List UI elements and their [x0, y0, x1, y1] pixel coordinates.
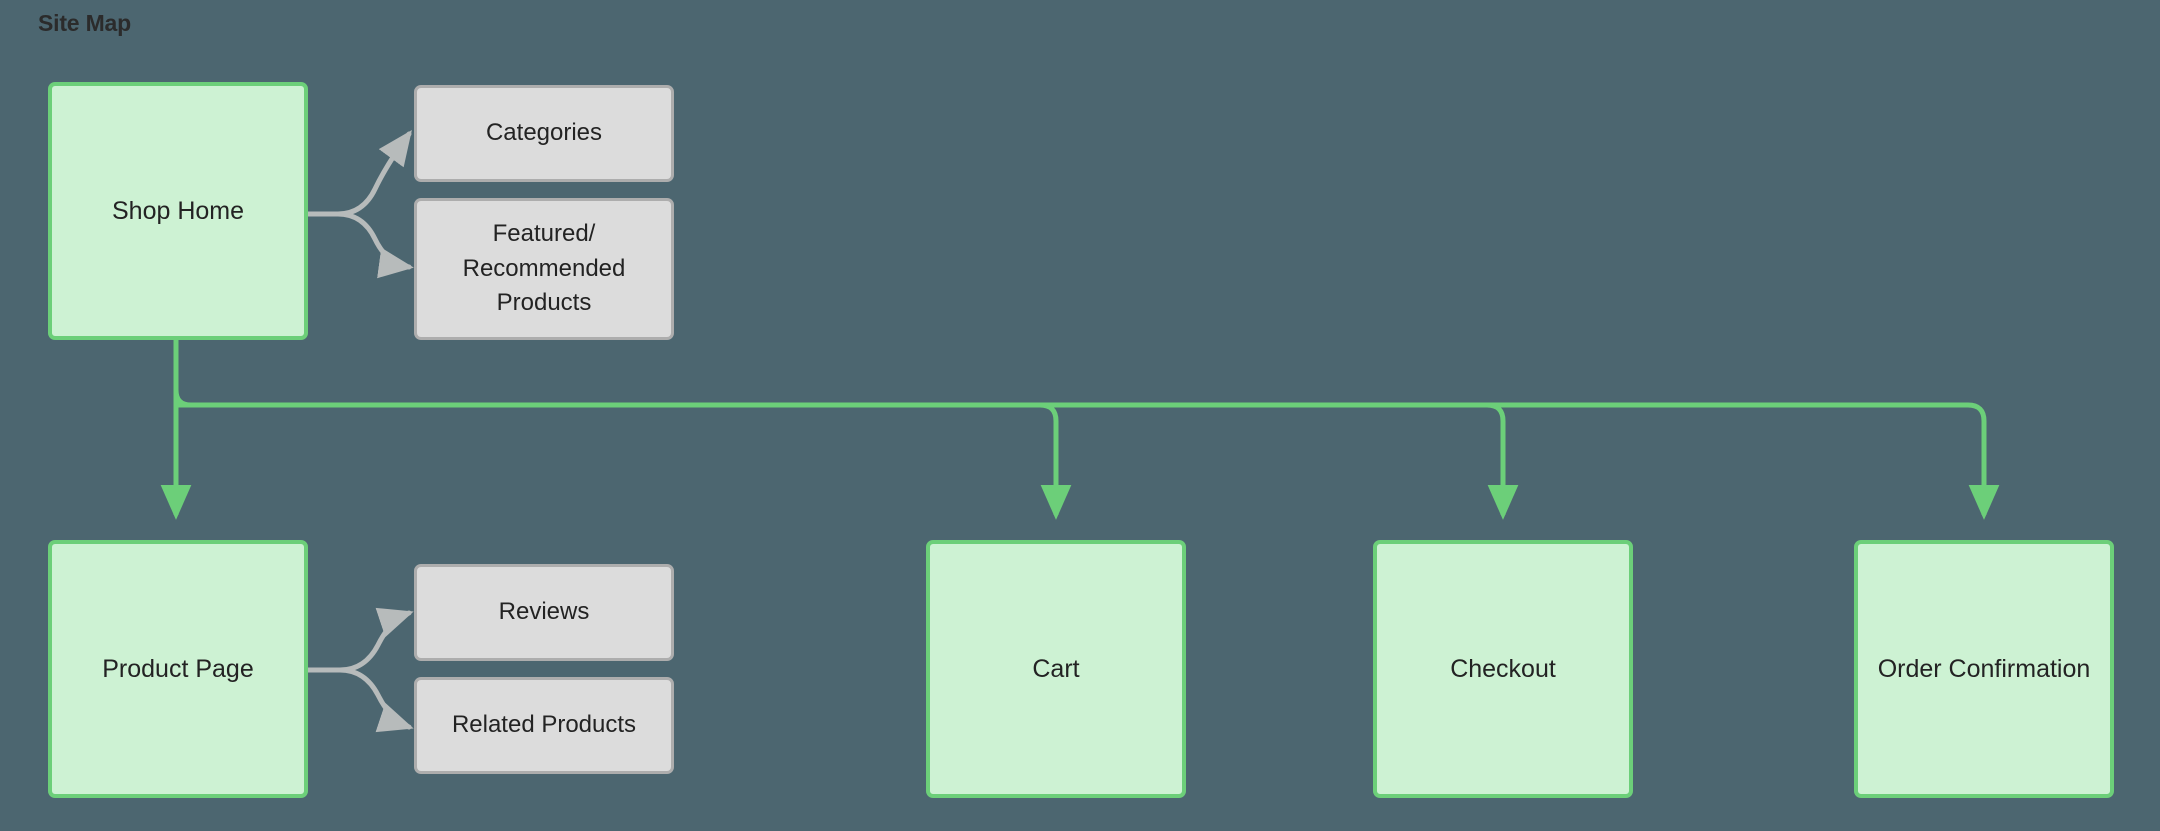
page-title: Site Map [38, 10, 131, 36]
node-product-page-label: Product Page [102, 654, 254, 683]
node-product-page[interactable]: Product Page [48, 540, 308, 798]
node-categories[interactable]: Categories [414, 85, 674, 182]
node-order-confirmation-label: Order Confirmation [1877, 654, 2091, 683]
node-cart-label: Cart [1032, 654, 1080, 683]
node-related-products-label: Related Products [451, 711, 637, 739]
node-reviews-label: Reviews [498, 598, 590, 626]
node-categories-label: Categories [485, 119, 603, 147]
node-checkout-label: Checkout [1450, 654, 1556, 683]
node-cart[interactable]: Cart [926, 540, 1186, 798]
node-shop-home-label: Shop Home [111, 196, 245, 225]
node-checkout[interactable]: Checkout [1373, 540, 1633, 798]
node-featured-recommended-products-label: Featured/ Recommended Products [462, 219, 626, 317]
node-featured-recommended-products[interactable]: Featured/ Recommended Products [414, 198, 674, 340]
node-reviews[interactable]: Reviews [414, 564, 674, 661]
node-related-products[interactable]: Related Products [414, 677, 674, 774]
node-order-confirmation[interactable]: Order Confirmation [1854, 540, 2114, 798]
node-shop-home[interactable]: Shop Home [48, 82, 308, 340]
